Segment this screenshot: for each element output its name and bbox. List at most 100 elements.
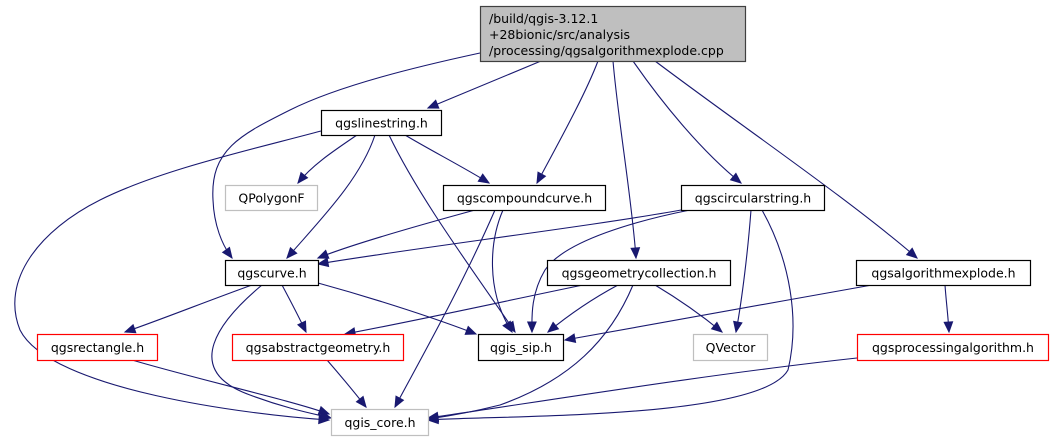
node-qgis_sip[interactable]: qgis_sip.h xyxy=(477,333,565,362)
edge-line xyxy=(427,284,634,420)
node-qgsgeometrycollection[interactable]: qgsgeometrycollection.h xyxy=(546,259,732,287)
node-box xyxy=(224,184,319,212)
edge-line xyxy=(536,60,599,184)
node-label-line: /build/qgis-3.12.1 xyxy=(489,11,598,26)
node-qgsrectangle[interactable]: qgsrectangle.h xyxy=(36,333,159,362)
node-root: /build/qgis-3.12.1+28bionic/src/analysis… xyxy=(479,5,747,63)
edge-line xyxy=(654,284,723,333)
edge-line xyxy=(211,284,332,419)
node-label: qgis_sip.h xyxy=(490,340,552,355)
node-label-line: /processing/qgsalgorithmexplode.cpp xyxy=(489,43,724,58)
edge-qgslinestring-to-qgscurve xyxy=(286,134,376,259)
edge-line xyxy=(632,60,742,184)
edge-qgscompoundcurve-to-qgis_core xyxy=(394,209,496,409)
edge-qgsgeometrycollection-to-qgsabstractgeometry xyxy=(343,284,584,337)
node-qgsabstractgeometry[interactable]: qgsabstractgeometry.h xyxy=(231,333,405,362)
arrowhead-icon xyxy=(316,257,330,268)
arrowhead-icon xyxy=(464,325,478,335)
node-qgscurve[interactable]: qgscurve.h xyxy=(224,259,320,287)
edge-line xyxy=(612,60,637,259)
arrowhead-icon xyxy=(316,249,330,259)
edge-qgsgeometrycollection-to-qvector xyxy=(654,284,724,333)
arrowhead-icon xyxy=(394,395,405,409)
edge-line xyxy=(14,130,330,421)
edge-root-to-qgsalgorithmexplode xyxy=(654,60,918,259)
arrowhead-icon xyxy=(905,247,918,259)
node-qgslinestring[interactable]: qgslinestring.h xyxy=(320,109,443,137)
node-box xyxy=(442,184,607,212)
edge-root-to-qgscurve xyxy=(212,52,481,260)
arrowhead-icon xyxy=(221,246,233,260)
arrowhead-icon xyxy=(943,321,954,334)
edge-line xyxy=(297,134,358,184)
arrowhead-icon xyxy=(563,333,577,344)
node-label: qgsrectangle.h xyxy=(51,340,144,355)
node-qvector[interactable]: QVector xyxy=(692,333,769,362)
edge-qgscurve-to-qgis_sip xyxy=(317,282,478,335)
node-qgscircularstring[interactable]: qgscircularstring.h xyxy=(680,184,826,212)
edge-line xyxy=(388,134,516,333)
arrowhead-icon xyxy=(630,247,641,260)
edge-qgscircularstring-to-qvector xyxy=(733,209,752,334)
node-box xyxy=(224,259,320,287)
node-box xyxy=(692,333,769,362)
edge-line xyxy=(131,359,330,415)
arrowhead-icon xyxy=(426,411,440,422)
edge-qgsprocessingalgorithm-to-qgis_core xyxy=(426,357,858,422)
node-label: qgscircularstring.h xyxy=(695,191,811,206)
node-label-line: +28bionic/src/analysis xyxy=(489,27,630,42)
edge-qgsrectangle-to-qgis_core xyxy=(131,359,331,416)
nodes-layer: /build/qgis-3.12.1+28bionic/src/analysis… xyxy=(36,5,1050,437)
edge-line xyxy=(654,60,918,259)
edge-line xyxy=(124,284,253,333)
edge-line xyxy=(394,209,496,408)
edges-layer xyxy=(14,52,954,425)
edge-line xyxy=(427,357,858,419)
edge-line xyxy=(564,284,873,341)
node-box xyxy=(231,333,405,362)
edge-line xyxy=(212,52,481,259)
edge-qgsalgorithmexplode-to-qgsprocessingalgorithm xyxy=(943,284,954,334)
edge-root-to-qgscompoundcurve xyxy=(536,60,599,185)
node-label: qgscompoundcurve.h xyxy=(457,191,592,206)
arrowhead-icon xyxy=(536,171,547,185)
arrowhead-icon xyxy=(477,173,491,184)
node-label: qgsprocessingalgorithm.h xyxy=(872,340,1034,355)
arrowhead-icon xyxy=(426,99,440,109)
node-qgsprocessingalgorithm[interactable]: qgsprocessingalgorithm.h xyxy=(856,333,1050,362)
node-box xyxy=(856,333,1050,362)
arrowhead-icon xyxy=(733,320,743,334)
edge-line xyxy=(427,60,542,109)
node-box xyxy=(546,259,732,287)
edge-qgslinestring-to-qgscompoundcurve xyxy=(404,134,491,184)
node-qpolygonf[interactable]: QPolygonF xyxy=(224,184,319,212)
edge-qgscurve-to-qgsrectangle xyxy=(123,284,253,334)
edge-qgscompoundcurve-to-qgis_sip xyxy=(491,209,513,334)
node-box xyxy=(330,408,430,437)
arrowhead-icon xyxy=(710,321,724,333)
edge-line xyxy=(317,209,476,259)
edge-line xyxy=(735,209,752,333)
edge-line xyxy=(317,282,477,335)
node-label: qgsalgorithmexplode.h xyxy=(871,266,1015,281)
node-box xyxy=(320,109,443,137)
arrowhead-icon xyxy=(317,405,331,416)
node-qgis_core[interactable]: qgis_core.h xyxy=(330,408,430,437)
node-box xyxy=(477,333,565,362)
arrowhead-icon xyxy=(355,395,367,409)
edge-line xyxy=(317,209,682,265)
node-label: qgsgeometrycollection.h xyxy=(562,266,717,281)
edge-qgslinestring-to-qpolygonf xyxy=(297,134,358,185)
node-qgscompoundcurve[interactable]: qgscompoundcurve.h xyxy=(442,184,607,212)
edge-qgscompoundcurve-to-qgscurve xyxy=(316,209,476,259)
edge-line xyxy=(286,134,376,259)
arrowhead-icon xyxy=(286,246,298,259)
node-label: QVector xyxy=(706,340,757,355)
node-label: qgslinestring.h xyxy=(335,116,428,131)
edge-line xyxy=(427,209,794,421)
node-label: qgscurve.h xyxy=(237,266,306,281)
arrowhead-icon xyxy=(123,323,137,334)
node-qgsalgorithmexplode[interactable]: qgsalgorithmexplode.h xyxy=(855,259,1032,287)
arrowhead-icon xyxy=(297,171,309,185)
node-label: QPolygonF xyxy=(238,191,304,206)
